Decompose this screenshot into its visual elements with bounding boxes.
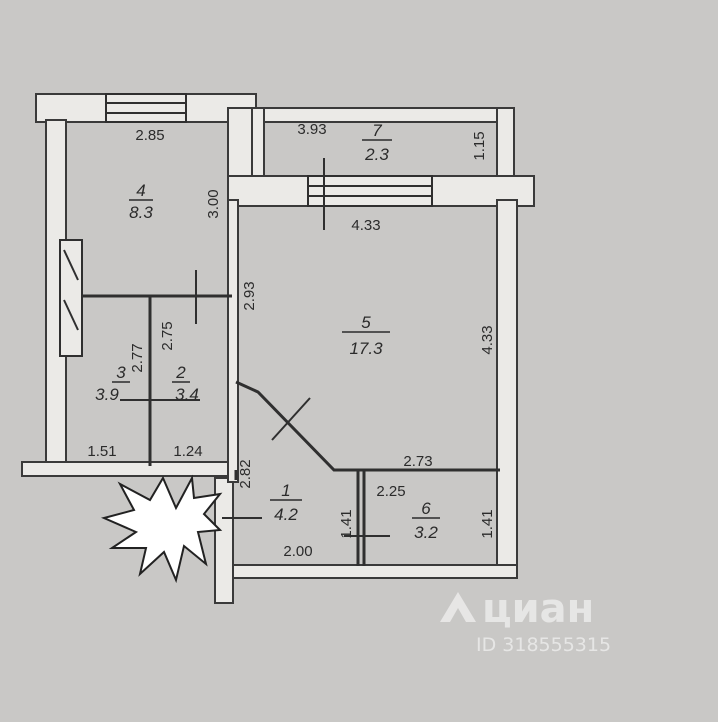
window-shaft bbox=[59, 239, 83, 357]
room-labels: 4 8.3 7 2.3 5 17.3 3 3.9 2 3.4 1 4.2 6 3… bbox=[95, 121, 438, 542]
loggia-right-wall bbox=[496, 107, 515, 185]
walls bbox=[21, 93, 535, 604]
dimension-labels: 2.85 3.00 3.93 1.15 4.33 4.33 2.93 2.77 … bbox=[87, 121, 496, 560]
dim-2-73: 2.73 bbox=[403, 453, 432, 470]
dim-2-25: 2.25 bbox=[376, 483, 405, 500]
wall-2-5 bbox=[227, 199, 239, 483]
dim-1-51: 1.51 bbox=[87, 443, 116, 460]
dim-2-85: 2.85 bbox=[135, 127, 164, 144]
room-6-area: 3.2 bbox=[414, 523, 438, 542]
entrance-starburst-icon bbox=[100, 474, 223, 584]
dim-2-77: 2.77 bbox=[129, 343, 146, 372]
dim-1-15: 1.15 bbox=[471, 131, 488, 160]
room-2-area: 3.4 bbox=[175, 385, 199, 404]
dim-1-41-right: 1.41 bbox=[479, 509, 496, 538]
room-4-number: 4 bbox=[136, 181, 145, 200]
partitions bbox=[60, 294, 500, 566]
watermark: циан ID 318555315 bbox=[440, 586, 611, 656]
door-marks bbox=[120, 158, 390, 537]
room-5-number: 5 bbox=[361, 313, 371, 332]
dim-2-75: 2.75 bbox=[159, 321, 176, 350]
watermark-brand: циан bbox=[482, 586, 594, 632]
dim-2-82: 2.82 bbox=[237, 459, 254, 488]
room-3-number: 3 bbox=[116, 363, 126, 382]
dim-4-33-top: 4.33 bbox=[351, 217, 380, 234]
bottom-wall bbox=[214, 564, 518, 579]
dim-3-00: 3.00 bbox=[205, 189, 222, 218]
bottom-wall-rooms-2-3 bbox=[21, 461, 235, 477]
right-wall bbox=[496, 199, 518, 579]
room-3-area: 3.9 bbox=[95, 385, 119, 404]
dim-2-00: 2.00 bbox=[283, 543, 312, 560]
loggia-top-wall bbox=[251, 107, 515, 123]
watermark-logo-icon bbox=[440, 592, 476, 622]
dim-3-93: 3.93 bbox=[297, 121, 326, 138]
watermark-id: ID 318555315 bbox=[476, 634, 611, 656]
room-7-area: 2.3 bbox=[364, 145, 389, 164]
room-1-number: 1 bbox=[281, 481, 290, 500]
fraction-lines bbox=[112, 139, 440, 519]
room-4-area: 8.3 bbox=[129, 203, 153, 222]
dim-1-41-left: 1.41 bbox=[338, 509, 355, 538]
dim-1-24: 1.24 bbox=[173, 443, 202, 460]
room-1-area: 4.2 bbox=[274, 505, 298, 524]
room-6-number: 6 bbox=[421, 499, 431, 518]
room-5-area: 17.3 bbox=[349, 339, 383, 358]
loggia-left-wall bbox=[251, 107, 265, 185]
dim-2-93: 2.93 bbox=[241, 281, 258, 310]
door-room-5-mark bbox=[271, 397, 311, 441]
windows bbox=[59, 93, 433, 357]
window-room-4 bbox=[105, 93, 187, 123]
wall-room-1-left bbox=[214, 477, 234, 604]
room-7-number: 7 bbox=[372, 121, 382, 140]
dim-4-33-right: 4.33 bbox=[479, 325, 496, 354]
partition-5-1 bbox=[235, 380, 500, 472]
window-room-5 bbox=[307, 175, 433, 207]
room-2-number: 2 bbox=[175, 363, 186, 382]
